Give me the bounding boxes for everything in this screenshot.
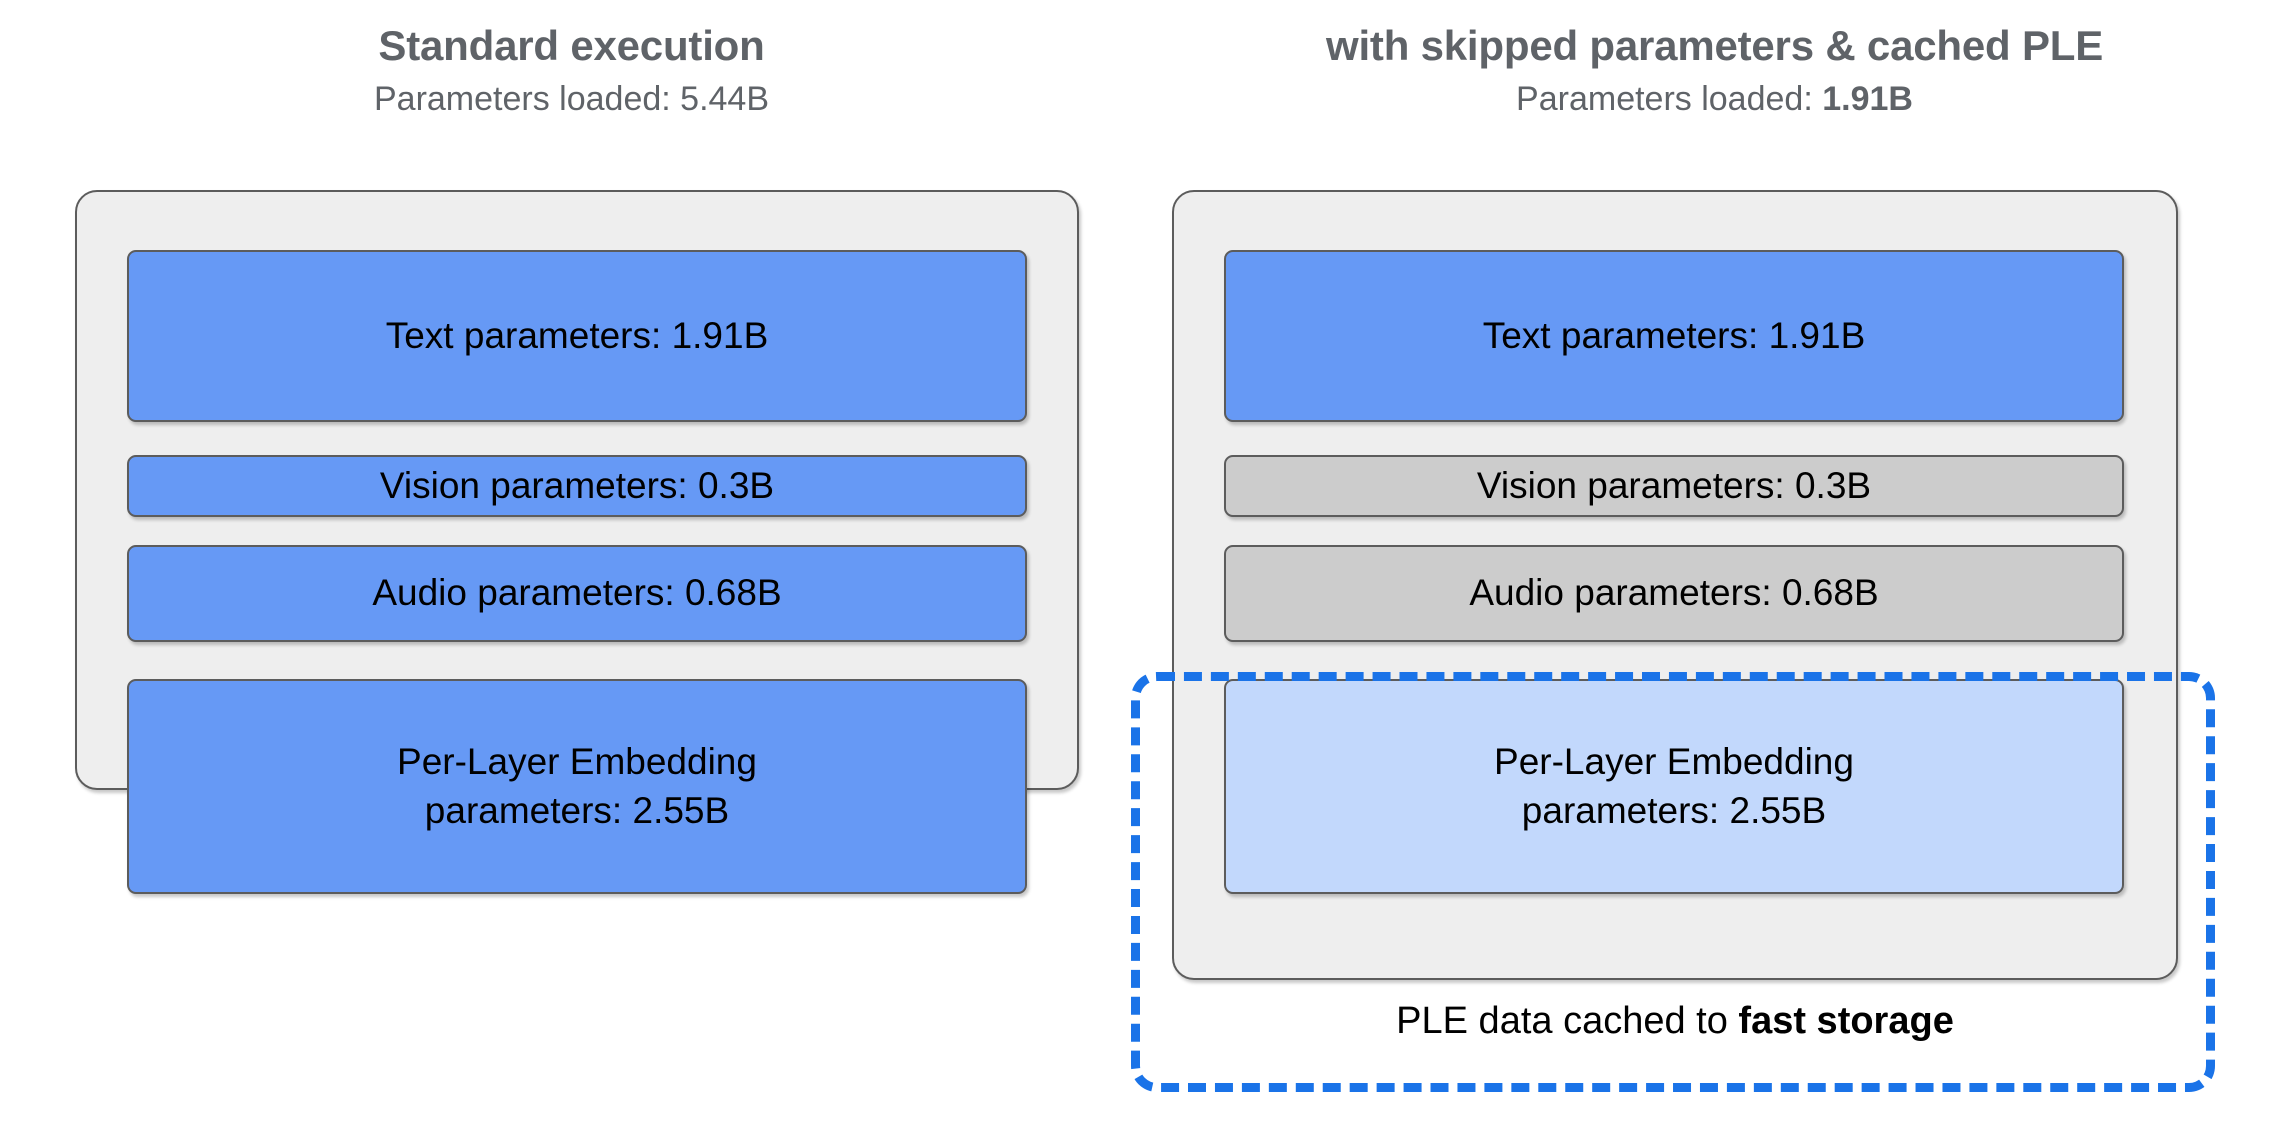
subtitle-prefix-skipped: Parameters loaded: [1516, 80, 1823, 118]
param-box-vision-skipped: Vision parameters: 0.3B [1224, 455, 2124, 517]
param-box-audio-standard-label: Audio parameters: 0.68B [372, 572, 782, 614]
column-subtitle-standard: Parameters loaded: 5.44B [0, 80, 1143, 119]
param-box-ple-cached-line1: Per-Layer Embedding [1494, 741, 1854, 783]
model-panel-standard: Text parameters: 1.91B Vision parameters… [75, 190, 1079, 894]
param-box-audio-standard: Audio parameters: 0.68B [127, 545, 1027, 642]
param-box-ple-cached: Per-Layer Embedding parameters: 2.55B [1224, 679, 2124, 894]
param-box-ple-standard-line2: parameters: 2.55B [424, 789, 730, 831]
param-box-ple-cached-line2: parameters: 2.55B [1521, 789, 1827, 831]
param-box-ple-standard: Per-Layer Embedding parameters: 2.55B [127, 679, 1027, 894]
param-box-text-skipped: Text parameters: 1.91B [1224, 250, 2124, 422]
cache-callout-caption: PLE data cached to fast storage [1172, 1000, 2178, 1043]
param-box-text-standard-label: Text parameters: 1.91B [385, 314, 769, 356]
cache-caption-emphasis: fast storage [1738, 1000, 1954, 1042]
model-panel-skipped: Text parameters: 1.91B Vision parameters… [1172, 190, 2178, 980]
cache-caption-prefix: PLE data cached to [1396, 1000, 1739, 1042]
subtitle-value-skipped: 1.91B [1822, 80, 1913, 118]
param-box-vision-standard: Vision parameters: 0.3B [127, 455, 1027, 517]
param-box-ple-standard-line1: Per-Layer Embedding [397, 741, 757, 783]
param-box-vision-standard-label: Vision parameters: 0.3B [379, 464, 775, 506]
subtitle-value-standard: 5.44B [680, 80, 770, 118]
column-title-standard: Standard execution [378, 22, 765, 69]
column-subtitle-skipped: Parameters loaded: 1.91B [1143, 80, 2286, 119]
param-box-text-skipped-label: Text parameters: 1.91B [1482, 314, 1866, 356]
param-box-audio-skipped-label: Audio parameters: 0.68B [1469, 572, 1879, 614]
subtitle-prefix-standard: Parameters loaded: [373, 80, 681, 118]
standard-execution-column: Standard execution Parameters loaded: 5.… [0, 22, 1143, 894]
param-box-ple-standard-label: Per-Layer Embedding parameters: 2.55B [397, 738, 757, 834]
skipped-cached-column: with skipped parameters & cached PLE Par… [1143, 0, 2286, 1134]
param-box-ple-cached-label: Per-Layer Embedding parameters: 2.55B [1494, 738, 1854, 834]
param-box-vision-skipped-label: Vision parameters: 0.3B [1476, 464, 1872, 506]
column-title-skipped: with skipped parameters & cached PLE [1325, 22, 2104, 69]
param-box-text-standard: Text parameters: 1.91B [127, 250, 1027, 422]
param-box-audio-skipped: Audio parameters: 0.68B [1224, 545, 2124, 642]
